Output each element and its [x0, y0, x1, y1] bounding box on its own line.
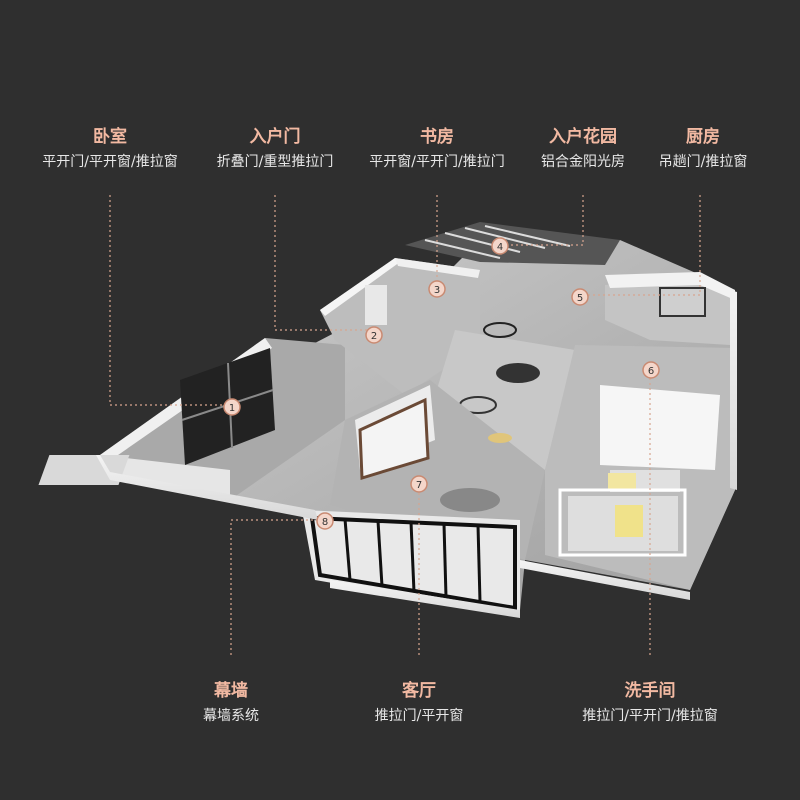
marker-2: 2 [365, 326, 383, 344]
label-study: 书房 平开窗/平开门/推拉门 [369, 126, 504, 172]
label-study-title: 书房 [420, 127, 454, 147]
label-entrance-door-sub: 折叠门/重型推拉门 [216, 154, 334, 170]
label-living-room: 客厅 推拉门/平开窗 [375, 680, 464, 726]
label-entry-garden-sub: 铝合金阳光房 [541, 154, 625, 170]
outer-walls [96, 290, 737, 618]
label-kitchen-sub: 吊趟门/推拉窗 [658, 154, 748, 170]
marker-5-text: 5 [577, 293, 583, 304]
marker-4-text: 4 [497, 242, 503, 253]
entry-garden-sunroom [405, 222, 620, 265]
label-entry-garden-title: 入户花园 [549, 127, 617, 147]
label-bathroom-title: 洗手间 [624, 681, 676, 701]
marker-7: 7 [410, 475, 428, 493]
label-bedroom-sub: 平开门/平开窗/推拉窗 [42, 154, 178, 170]
bathroom-room [545, 345, 735, 590]
marker-5: 5 [571, 288, 589, 306]
marker-1: 1 [223, 398, 241, 416]
label-bedroom: 卧室 平开门/平开窗/推拉窗 [42, 126, 177, 172]
marker-8-text: 8 [322, 517, 328, 528]
marker-1-text: 1 [229, 403, 235, 414]
label-kitchen: 厨房 吊趟门/推拉窗 [659, 126, 748, 172]
marker-4: 4 [491, 237, 509, 255]
label-entry-garden: 入户花园 铝合金阳光房 [541, 126, 625, 172]
marker-6-text: 6 [648, 366, 654, 377]
living-room-wardrobe [358, 397, 430, 480]
curtain-wall-glazing [302, 510, 520, 615]
marker-7-text: 7 [416, 480, 422, 491]
leader-lines [109, 195, 701, 655]
label-living-room-title: 客厅 [402, 681, 436, 701]
markers: 1 2 3 4 5 6 7 8 [223, 237, 660, 530]
label-study-sub: 平开窗/平开门/推拉门 [369, 154, 505, 170]
label-curtain-wall-sub: 幕墙系统 [203, 708, 259, 724]
label-bathroom: 洗手间 推拉门/平开门/推拉窗 [582, 680, 717, 726]
label-bathroom-sub: 推拉门/平开门/推拉窗 [582, 708, 718, 724]
marker-6: 6 [642, 361, 660, 379]
marker-3-text: 3 [434, 285, 440, 296]
marker-3: 3 [428, 280, 446, 298]
label-entrance-door-title: 入户门 [249, 127, 301, 147]
label-living-room-sub: 推拉门/平开窗 [374, 708, 464, 724]
label-entrance-door: 入户门 折叠门/重型推拉门 [217, 126, 334, 172]
marker-8: 8 [316, 512, 334, 530]
label-curtain-wall: 幕墙 幕墙系统 [203, 680, 259, 726]
marker-2-text: 2 [371, 331, 377, 342]
kitchen-room [605, 272, 735, 345]
label-kitchen-title: 厨房 [686, 127, 720, 147]
label-bedroom-title: 卧室 [93, 127, 127, 147]
label-curtain-wall-title: 幕墙 [214, 681, 248, 701]
